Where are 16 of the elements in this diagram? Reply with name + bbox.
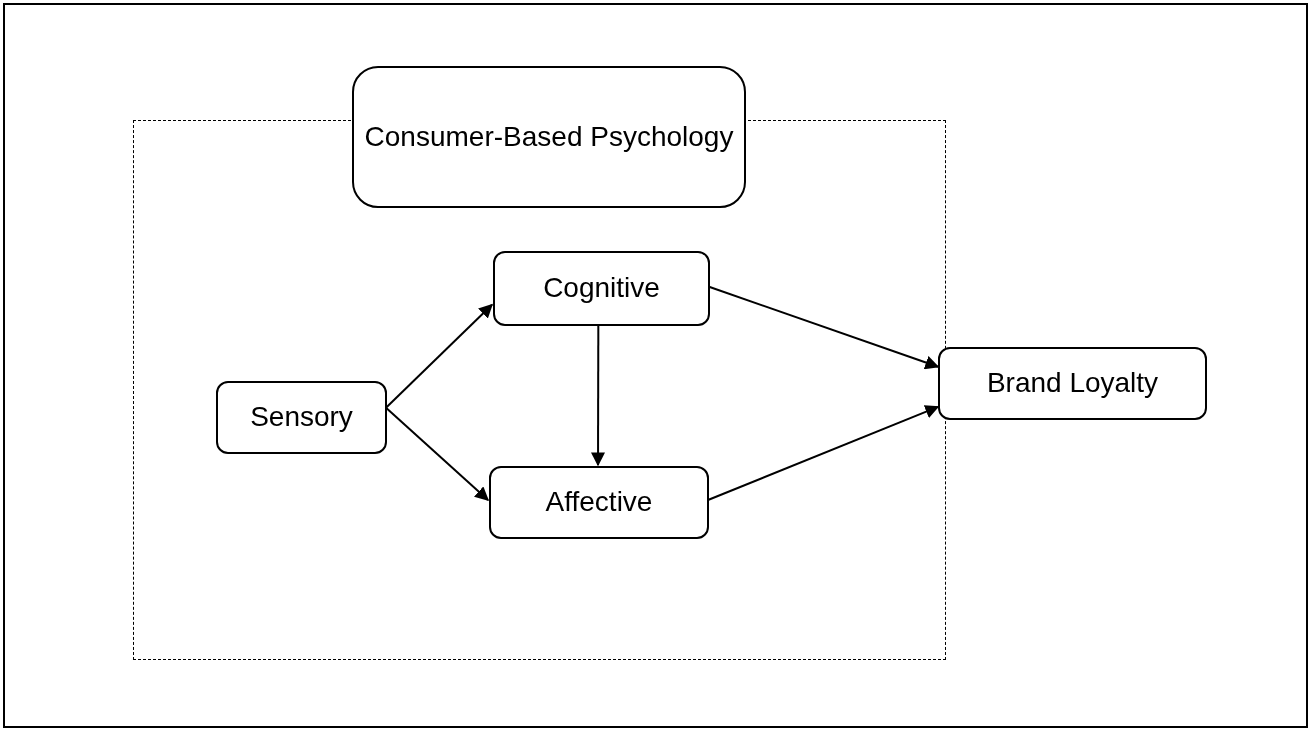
dashed-group-frame [133, 120, 946, 660]
concept-box [216, 381, 387, 454]
arrow [385, 406, 490, 502]
box-label: Affective [545, 485, 653, 520]
box-label: Sensory [250, 400, 353, 435]
box-label: Cognitive [543, 271, 660, 306]
arrow [707, 405, 940, 502]
concept-box [493, 251, 710, 326]
arrow [591, 324, 606, 467]
concept-box [352, 66, 746, 208]
box-label: Brand Loyalty [986, 366, 1159, 401]
arrow [385, 303, 493, 409]
box-label: Consumer-Based Psychology [364, 119, 734, 154]
arrow [708, 285, 940, 370]
concept-box [489, 466, 709, 539]
concept-box [938, 347, 1207, 420]
